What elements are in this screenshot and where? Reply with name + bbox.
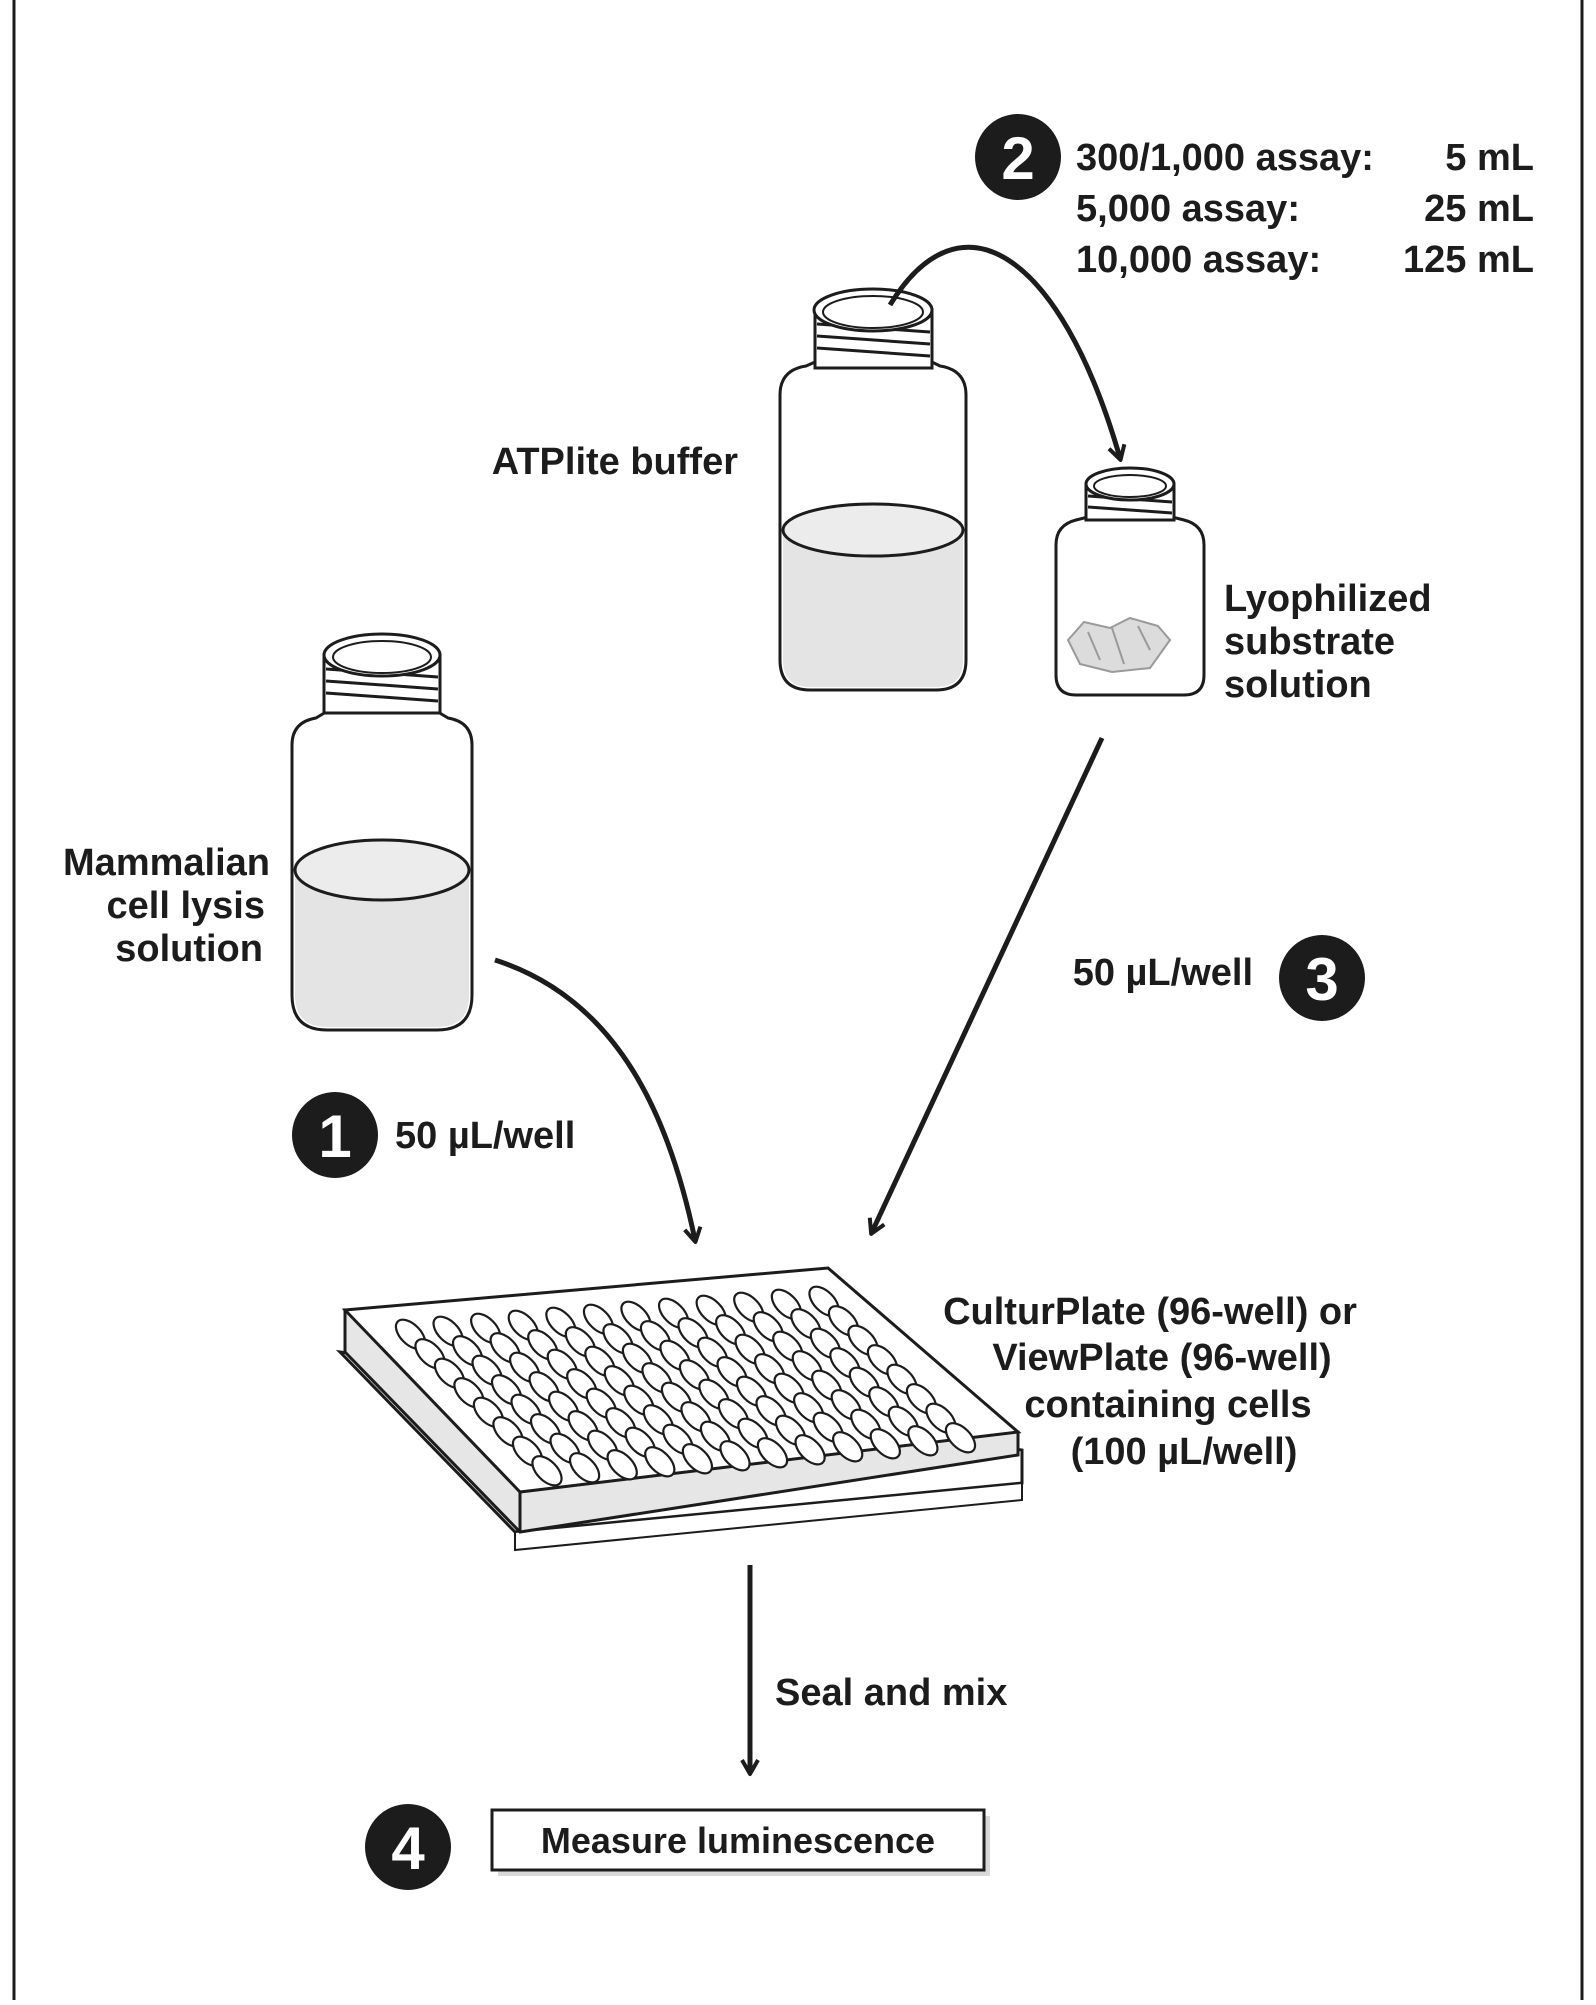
plate-line-3: containing cells <box>1024 1384 1311 1426</box>
well-plate <box>335 1266 1024 1552</box>
lyophilized-substrate-vial <box>1054 466 1206 697</box>
plate-well <box>794 1434 826 1466</box>
step-1-volume: 50 µL/well <box>395 1115 575 1157</box>
well-grid <box>394 1285 977 1487</box>
plate-well <box>644 1446 676 1478</box>
arrow-buffer-to-substrate <box>887 245 1127 462</box>
lyophilized-line-2: substrate <box>1224 621 1395 663</box>
step-2-number: 2 <box>1001 125 1034 192</box>
plate-line-4: (100 µL/well) <box>1071 1431 1298 1473</box>
plate-well <box>719 1440 751 1472</box>
step-2-volume-table: 300/1,000 assay: 5 mL 5,000 assay: 25 mL… <box>1076 137 1534 281</box>
assay-10000-volume: 125 mL <box>1403 239 1534 281</box>
plate-well <box>756 1437 789 1469</box>
lysis-line-2: cell lysis <box>107 885 265 927</box>
lyophilized-line-3: solution <box>1224 664 1372 706</box>
plate-label: CulturPlate (96-well) or ViewPlate (96-w… <box>943 1291 1357 1473</box>
assay-300-volume: 5 mL <box>1445 137 1534 179</box>
step-3-badge: 3 <box>1279 935 1365 1021</box>
step-4-badge: 4 <box>365 1804 451 1890</box>
plate-well <box>568 1452 601 1484</box>
lysis-line-1: Mammalian <box>63 842 270 884</box>
plate-well <box>832 1431 864 1463</box>
assay-5000-volume: 25 mL <box>1424 188 1534 230</box>
cell-lysis-bottle <box>290 632 474 1032</box>
atplite-buffer-bottle <box>778 287 968 692</box>
assay-300-label: 300/1,000 assay: <box>1076 137 1374 179</box>
step-2-badge: 2 <box>975 114 1061 200</box>
assay-10000-label: 10,000 assay: <box>1076 239 1321 281</box>
arrow-lysis-to-plate <box>494 957 703 1244</box>
page-frame <box>12 0 1584 2000</box>
plate-well <box>869 1428 901 1460</box>
plate-line-2: ViewPlate (96-well) <box>992 1337 1331 1379</box>
lysis-label: Mammalian cell lysis solution <box>63 842 270 970</box>
plate-line-1: CulturPlate (96-well) or <box>943 1291 1357 1333</box>
plate-well <box>944 1422 977 1454</box>
plate-well <box>606 1449 638 1481</box>
assay-5000-label: 5,000 assay: <box>1076 188 1300 230</box>
lysis-line-3: solution <box>115 928 263 970</box>
step-3-volume: 50 µL/well <box>1073 952 1253 994</box>
arrow-substrate-to-plate <box>867 736 1105 1236</box>
atplite-buffer-label: ATPlite buffer <box>492 441 739 483</box>
lyophilized-label: Lyophilized substrate solution <box>1224 578 1432 706</box>
seal-and-mix-label: Seal and mix <box>775 1672 1007 1714</box>
step-1-badge: 1 <box>292 1092 378 1178</box>
plate-well <box>907 1425 939 1457</box>
step-3-number: 3 <box>1305 946 1338 1013</box>
measure-luminescence-box: Measure luminescence <box>490 1808 990 1876</box>
step-1-number: 1 <box>318 1103 351 1170</box>
plate-well <box>531 1455 563 1487</box>
lyophilized-line-1: Lyophilized <box>1224 578 1432 620</box>
plate-well <box>681 1443 714 1475</box>
step-4-number: 4 <box>391 1815 425 1882</box>
measure-luminescence-label: Measure luminescence <box>541 1820 935 1861</box>
